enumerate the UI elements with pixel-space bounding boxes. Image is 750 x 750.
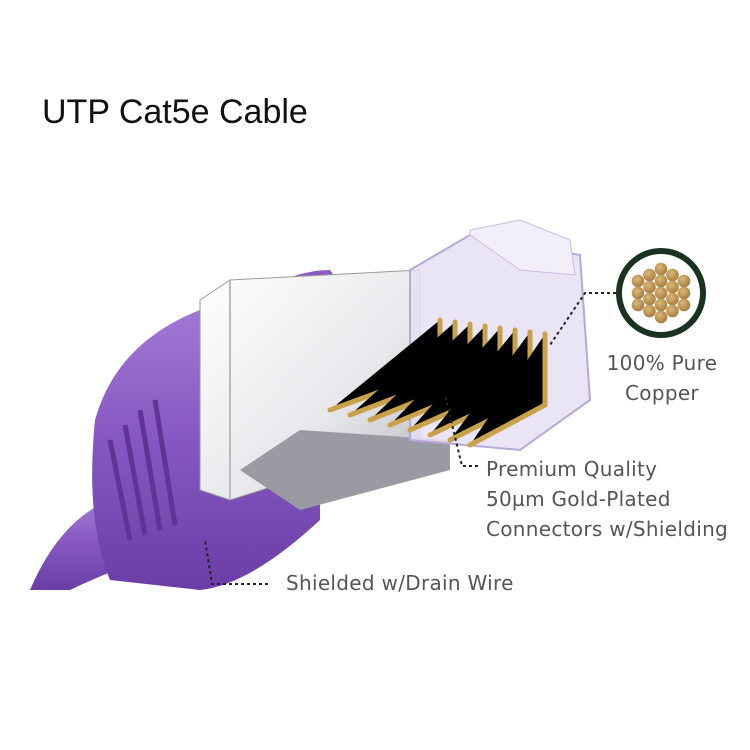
- copper-strand: [631, 274, 645, 288]
- copper-strand: [631, 286, 645, 300]
- copper-strand: [677, 298, 691, 312]
- connector-label-line: Premium Quality: [486, 457, 658, 481]
- copper-strand: [654, 262, 668, 276]
- page-title: UTP Cat5e Cable: [42, 93, 308, 131]
- copper-strands-icon: [616, 248, 706, 338]
- copper-leader: [549, 292, 616, 346]
- copper-strand: [666, 292, 679, 306]
- connector-label-line: 50µm Gold-Plated: [486, 487, 671, 511]
- copper-strand: [666, 280, 679, 294]
- connector-label-line: Connectors w/Shielding: [486, 517, 729, 541]
- copper-strand: [631, 298, 645, 312]
- copper-strand: [643, 292, 656, 306]
- copper-strand: [666, 304, 679, 318]
- copper-strand: [654, 298, 668, 312]
- copper-label-line: 100% Pure: [606, 351, 718, 375]
- copper-strand: [654, 286, 668, 300]
- copper-strand: [677, 274, 691, 288]
- gold-pins: [327, 317, 548, 448]
- copper-strand: [643, 280, 656, 294]
- copper-strand: [666, 268, 679, 282]
- copper-strand: [654, 274, 668, 288]
- shield-label: Shielded w/Drain Wire: [286, 571, 514, 595]
- copper-strand: [643, 268, 656, 282]
- copper-strand: [677, 286, 691, 300]
- copper-label: 100% Pure Copper: [606, 348, 718, 408]
- copper-label-line: Copper: [625, 381, 699, 405]
- copper-strand: [654, 310, 668, 324]
- copper-strand: [643, 304, 656, 318]
- connector-label: Premium Quality 50µm Gold-Plated Connect…: [486, 454, 728, 544]
- shield-leader: [204, 539, 268, 585]
